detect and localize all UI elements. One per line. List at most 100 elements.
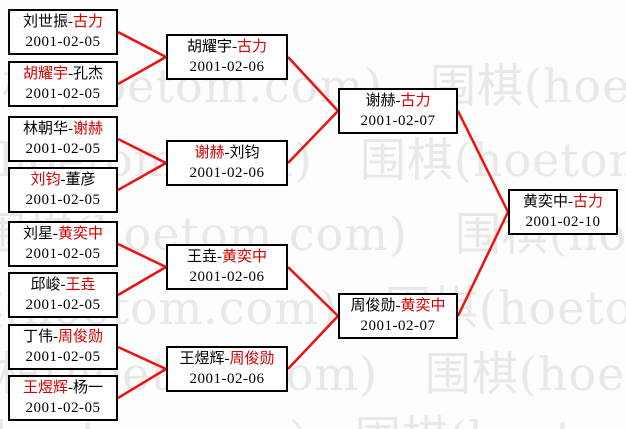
match-date: 2001-02-10 [525,214,601,230]
player-name: 王垚 [65,277,96,293]
player-name: 周俊勋 [58,329,104,345]
player-name: 黄奕中 [522,194,568,210]
vs-dash: - [568,194,573,210]
connector-line [456,211,510,317]
connector-line [287,110,339,164]
player-name: 黄奕中 [400,298,446,314]
match-date: 2001-02-05 [25,141,101,157]
player-name: 谢赫 [194,145,225,161]
vs-dash: - [217,249,222,265]
connector-line [117,30,167,59]
match-box-final-1: 黄奕中-古力 2001-02-10 [508,189,618,235]
match-box-round-1-3: 林朝华-谢赫 2001-02-05 [8,116,118,162]
match-players: 刘世振-古力 [10,12,116,32]
player-name: 古力 [573,194,604,210]
player-name: 黄奕中 [222,249,268,265]
connector-line [117,242,167,269]
vs-dash: - [53,329,58,345]
connector-line [287,266,339,317]
connector-line [287,56,339,112]
match-players: 邱峻-王垚 [10,275,116,295]
match-date: 2001-02-05 [25,349,101,365]
player-name: 刘钧 [30,172,61,188]
match-date: 2001-02-06 [189,371,265,387]
match-players: 胡耀宇-孔杰 [10,64,116,84]
match-date: 2001-02-05 [25,246,101,262]
match-players: 刘星-黄奕中 [10,224,116,244]
connector-line [117,55,167,86]
match-date: 2001-02-06 [189,269,265,285]
match-date: 2001-02-07 [360,113,436,129]
match-players: 林朝华-谢赫 [10,119,116,139]
player-name: 孔杰 [73,66,104,82]
match-box-round-1-8: 王煜辉-杨一 2001-02-05 [8,375,118,421]
vs-dash: - [53,226,58,242]
match-date: 2001-02-07 [360,318,436,334]
match-players: 谢赫-刘钧 [168,143,286,163]
vs-dash: - [224,351,230,367]
match-box-round-1-1: 刘世振-古力 2001-02-05 [8,9,118,55]
vs-dash: - [68,14,73,30]
match-box-semifinal-1: 谢赫-古力 2001-02-07 [338,88,458,134]
match-box-round-1-4: 刘钧-董彦 2001-02-05 [8,167,118,213]
match-players: 王垚-黄奕中 [168,247,286,267]
match-box-round-2-4: 王煜辉-周俊勋 2001-02-06 [166,346,288,392]
player-name: 周俊勋 [350,298,396,314]
match-date: 2001-02-06 [189,165,265,181]
player-name: 古力 [73,14,104,30]
connector-line [117,265,167,297]
player-name: 谢赫 [365,93,396,109]
player-name: 王垚 [186,249,217,265]
player-name: 谢赫 [73,121,104,137]
player-name: 林朝华 [22,121,68,137]
match-box-round-2-1: 胡耀宇-古力 2001-02-06 [166,34,288,80]
match-players: 王煜辉-杨一 [10,378,116,398]
match-date: 2001-02-05 [25,86,101,102]
player-name: 刘星 [22,226,53,242]
vs-dash: - [232,39,237,55]
match-players: 王煜辉-周俊勋 [168,349,286,369]
match-players: 胡耀宇-古力 [168,37,286,57]
connector-line [117,345,167,371]
player-name: 丁伟 [22,329,53,345]
player-name: 古力 [237,39,268,55]
connector-line [117,161,167,192]
match-date: 2001-02-05 [25,400,101,416]
match-date: 2001-02-05 [25,192,101,208]
player-name: 杨一 [73,380,104,396]
match-box-round-2-2: 谢赫-刘钧 2001-02-06 [166,140,288,186]
match-date: 2001-02-06 [189,59,265,75]
watermark-text: 围棋(hoetom.com) 围棋(hoetom.com) [0,402,626,429]
vs-dash: - [224,145,230,161]
match-date: 2001-02-05 [25,297,101,313]
player-name: 黄奕中 [58,226,104,242]
vs-dash: - [395,93,401,109]
match-players: 丁伟-周俊勋 [10,327,116,347]
match-players: 周俊勋-黄奕中 [340,296,456,316]
connector-line [287,315,339,370]
match-players: 谢赫-古力 [340,91,456,111]
player-name: 胡耀宇 [22,66,68,82]
player-name: 邱峻 [30,277,61,293]
match-box-semifinal-2: 周俊勋-黄奕中 2001-02-07 [338,293,458,339]
player-name: 古力 [400,93,431,109]
player-name: 王煜辉 [22,380,68,396]
player-name: 王煜辉 [179,351,225,367]
match-box-round-1-5: 刘星-黄奕中 2001-02-05 [8,221,118,267]
vs-dash: - [60,172,66,188]
match-box-round-1-2: 胡耀宇-孔杰 2001-02-05 [8,61,118,107]
match-date: 2001-02-05 [25,34,101,50]
match-box-round-1-7: 丁伟-周俊勋 2001-02-05 [8,324,118,370]
vs-dash: - [68,66,73,82]
player-name: 周俊勋 [229,351,275,367]
player-name: 胡耀宇 [186,39,232,55]
vs-dash: - [68,121,73,137]
match-box-round-2-3: 王垚-黄奕中 2001-02-06 [166,244,288,290]
player-name: 刘世振 [22,14,68,30]
player-name: 董彦 [65,172,96,188]
vs-dash: - [60,277,66,293]
match-players: 黄奕中-古力 [510,192,616,212]
connector-line [117,367,167,400]
